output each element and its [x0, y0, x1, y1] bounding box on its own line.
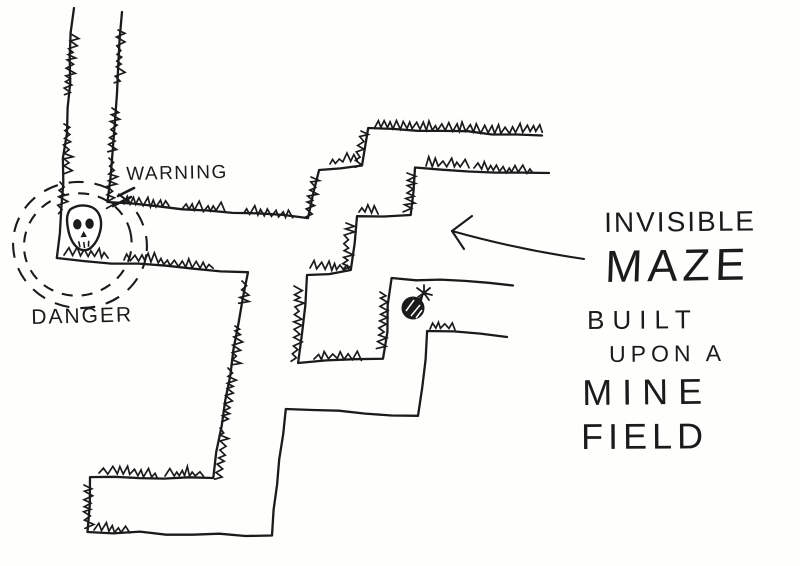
warning-label: WARNING — [125, 161, 229, 185]
danger-zone-inner-circle — [22, 192, 133, 297]
caption-line-built: BUILT — [586, 304, 699, 335]
wall-scribble — [81, 484, 96, 530]
skull-icon — [65, 204, 103, 252]
warning-emphasis-dash — [116, 186, 136, 198]
wall-scribble — [290, 285, 307, 363]
wall-scribble — [304, 176, 323, 219]
wall-scribble — [309, 258, 351, 273]
wall-scribble — [375, 291, 390, 350]
caption-line-mine: MINE — [581, 370, 713, 413]
mine-icon — [401, 284, 433, 320]
wall-scribble — [425, 154, 470, 170]
wall-scribble — [353, 130, 371, 169]
wall-scribble — [429, 319, 456, 331]
wall-scribble — [237, 280, 252, 305]
wall-scribble — [401, 172, 419, 213]
wall-scribble — [358, 202, 379, 216]
wall-scribble — [106, 107, 122, 153]
wall-scribble — [313, 349, 363, 362]
wall-scribble — [123, 250, 214, 271]
danger-label: DANGER — [30, 303, 134, 329]
wall-scribble — [230, 325, 245, 366]
wall-scribble — [61, 123, 76, 175]
caption-line-invisible: INVISIBLE — [603, 205, 757, 238]
wall-scribble — [243, 203, 294, 220]
danger-zone-outer-circle — [12, 180, 148, 310]
wall-scribble — [164, 463, 205, 479]
wall-scribble — [341, 222, 358, 271]
wall-scribble — [113, 29, 127, 84]
wall-scribble — [62, 33, 81, 96]
maze-wall-middle-wall — [296, 166, 551, 365]
wall-scribble — [213, 427, 232, 481]
wall-scribble — [105, 157, 120, 210]
wall-scribble — [473, 159, 534, 176]
wall-scribble — [98, 463, 159, 480]
caption-line-field: FIELD — [580, 415, 709, 457]
caption-line-maze: MAZE — [604, 238, 752, 293]
maze-wall-top-wall — [106, 10, 544, 220]
wall-scribble — [123, 193, 170, 210]
wall-scribble — [63, 245, 109, 261]
pointer-arrow-icon — [450, 214, 586, 261]
maze-wall-outer-wall — [55, 6, 509, 538]
wall-scribble — [329, 150, 359, 165]
wall-scribble — [93, 520, 131, 535]
wall-scribble — [220, 367, 239, 423]
wall-scribble — [181, 199, 227, 214]
warning-emphasis-dash — [111, 195, 133, 208]
wall-scribble — [374, 118, 544, 136]
caption-line-upon-a: UPON A — [608, 339, 727, 367]
